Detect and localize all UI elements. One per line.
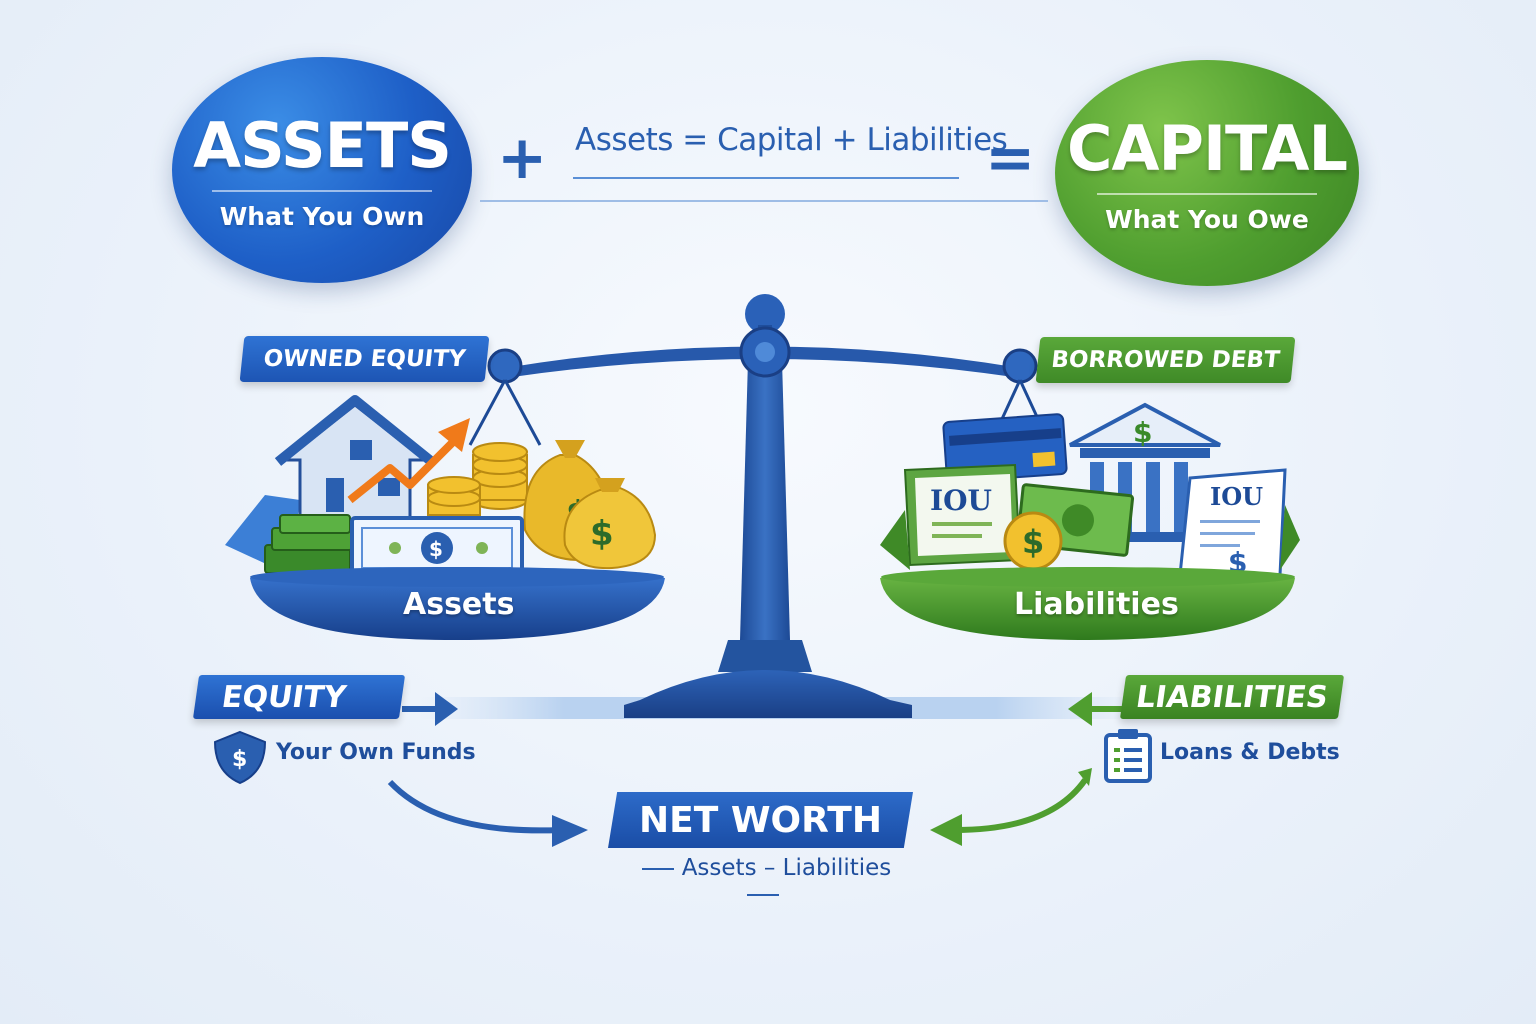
assets-title: ASSETS [193, 109, 452, 182]
assets-pan-label: Assets [403, 587, 515, 622]
net-worth-ribbon: NET WORTH [608, 792, 913, 848]
coin-icon: $ [1003, 511, 1063, 571]
equity-ribbon: EQUITY [192, 675, 406, 719]
scale-top-knob [745, 294, 785, 334]
liabilities-arrow-icon [1068, 692, 1125, 726]
capital-divider [1097, 193, 1317, 195]
liabilities-pan [880, 569, 1295, 640]
scale-base-neck [718, 640, 812, 672]
liabilities-caption: Loans & Debts [1160, 740, 1340, 765]
credit-card-icon [942, 413, 1068, 483]
borrowed-debt-label: BORROWED DEBT [1049, 347, 1281, 373]
left-beam-knob [487, 348, 523, 384]
svg-text:$: $ [429, 537, 443, 561]
growth-arrow-icon [347, 418, 470, 504]
svg-text:IOU: IOU [1210, 482, 1263, 511]
scale-base [624, 670, 912, 718]
shield-icon: $ [213, 730, 267, 785]
money-bag-icon: $ $ [523, 440, 657, 570]
assets-subtitle: What You Own [219, 202, 425, 231]
svg-text:$: $ [1022, 523, 1044, 561]
scale-pole [740, 360, 790, 640]
accounting-formula: Assets = Capital + Liabilities [575, 122, 1008, 158]
assets-circle: ASSETS What You Own [172, 57, 472, 283]
net-worth-formula-text: Assets – Liabilities [681, 855, 892, 881]
net-worth-formula: Assets – Liabilities [620, 855, 905, 907]
equals-sign: = [985, 123, 1036, 193]
assets-pan [250, 569, 665, 640]
svg-text:IOU: IOU [930, 484, 992, 517]
equity-to-networth-arrow [387, 779, 561, 834]
svg-text:$: $ [232, 747, 247, 772]
liabilities-title: LIABILITIES [1133, 679, 1331, 715]
dash-left [641, 867, 674, 870]
assets-divider [212, 190, 432, 192]
iou-document-icon: IOU $ [1178, 468, 1287, 579]
equity-caption: Your Own Funds [276, 740, 476, 765]
coin-stack-icon [427, 442, 528, 516]
capital-title: CAPITAL [1067, 112, 1348, 185]
liabilities-ribbon: LIABILITIES [1119, 675, 1345, 719]
capital-circle: CAPITAL What You Owe [1055, 60, 1359, 286]
assets-items: $ $ $ [225, 395, 657, 580]
liabilities-items: $ IOU $ IOU [880, 402, 1300, 579]
iou-note-icon: IOU [903, 463, 1022, 567]
equity-arrow-icon [402, 692, 458, 726]
dash-right [746, 893, 779, 896]
cash-stack-icon [264, 514, 353, 574]
owned-equity-label: OWNED EQUITY [262, 346, 467, 372]
borrowed-debt-ribbon: BORROWED DEBT [1035, 337, 1296, 383]
right-beam-knob [1002, 348, 1038, 384]
liabilities-to-networth-arrow [954, 778, 1088, 833]
owned-equity-ribbon: OWNED EQUITY [239, 336, 490, 382]
plus-sign: + [497, 123, 548, 193]
clipboard-icon [1104, 729, 1152, 783]
house-icon [274, 395, 436, 522]
scale-beam [505, 346, 1020, 378]
equity-title: EQUITY [219, 679, 349, 715]
formula-underline [573, 177, 959, 179]
svg-text:$: $ [590, 514, 614, 554]
capital-subtitle: What You Owe [1105, 205, 1309, 234]
liabilities-pan-label: Liabilities [1014, 587, 1179, 622]
svg-text:$: $ [1133, 416, 1152, 449]
net-worth-title: NET WORTH [639, 799, 882, 841]
circle-connector-line [480, 200, 1048, 202]
